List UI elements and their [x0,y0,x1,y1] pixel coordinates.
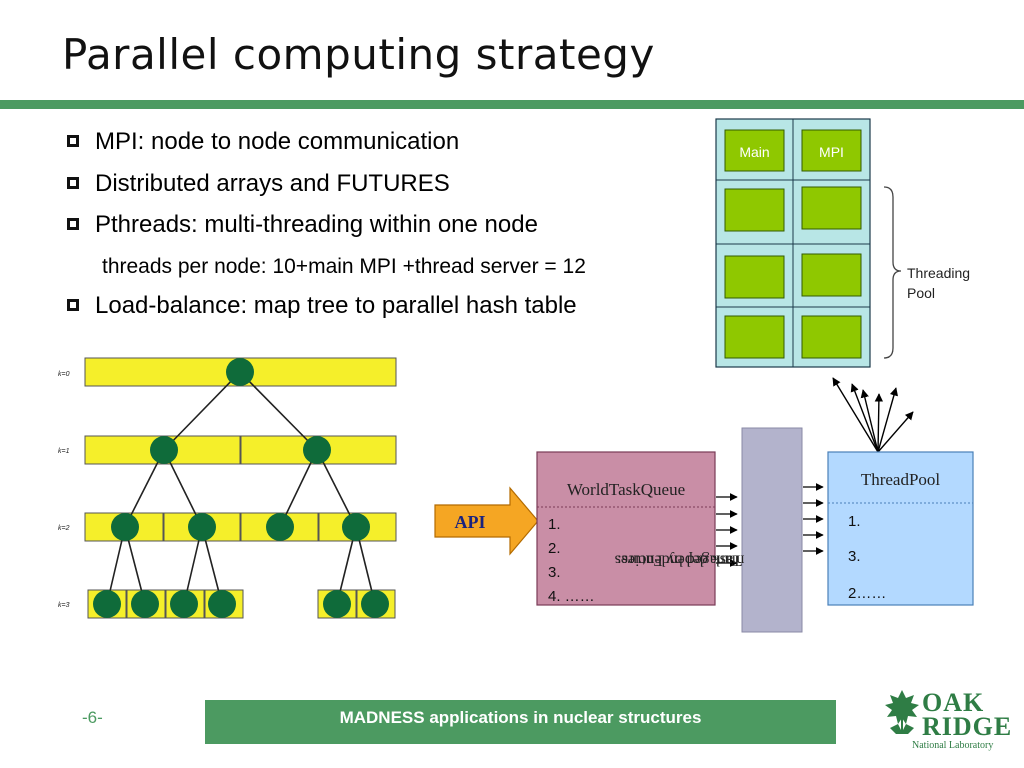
api-label: API [454,512,486,532]
tree-node [303,436,331,464]
pool-thread-cell [724,315,785,359]
mpi-thread-cell [801,129,862,172]
pool-item: 1. [848,513,861,530]
pool-thread-cell [801,253,862,297]
main-thread-cell [724,129,785,172]
threading-pool-brace [883,186,902,359]
tree-node [361,590,389,618]
world-task-queue-box [536,451,716,606]
page-title: Parallel computing strategy [62,30,655,79]
sub-bullet-threads-per-node: threads per node: 10+main MPI +thread se… [102,255,586,278]
tree-node [150,436,178,464]
tree-node [342,513,370,541]
tree-level-label: k=1 [58,448,70,455]
pool-thread-cell [724,188,785,232]
tree-node [170,590,198,618]
tree-node [131,590,159,618]
tree-node [111,513,139,541]
square-bullet-icon [67,177,79,189]
bullet-pthreads: Pthreads: multi-threading within one nod… [67,211,538,239]
bullet-mpi: MPI: node to node communication [67,128,459,156]
pool-item: 2…… [848,585,887,602]
square-bullet-icon [67,299,79,311]
pool-thread-cell [801,315,862,359]
world-task-queue-title: WorldTaskQueue [566,480,686,499]
logo-line1: OAK [922,688,985,717]
pool-item: 3. [848,548,861,565]
tree-level-label: k=2 [58,525,70,532]
tree-node [226,358,254,386]
ornl-logo: OAK RIDGE National Laboratory [880,688,1020,758]
tree-node [93,590,121,618]
task-dependencies-line2: managed by Futures [614,551,745,569]
bullet-load-balance: Load-balance: map tree to parallel hash … [67,292,577,320]
bullet-distributed-arrays: Distributed arrays and FUTURES [67,170,450,198]
logo-line2: RIDGE [922,712,1013,741]
tree-node [208,590,236,618]
queue-item: 4. …… [548,588,595,605]
queue-item: 1. [548,516,561,533]
pool-thread-cell [801,186,862,230]
bullet-text: Distributed arrays and FUTURES [95,170,450,197]
main-thread-label: Main [739,144,770,160]
bullet-text: Pthreads: multi-threading within one nod… [95,211,538,238]
tree-level-label: k=0 [58,371,70,378]
task-dependencies-box [741,427,803,633]
thread-pool-box [827,451,974,606]
pool-thread-cell [724,255,785,299]
tree-node [266,513,294,541]
bullet-text: Load-balance: map tree to parallel hash … [95,292,577,319]
oak-leaf-icon [885,690,919,734]
task-dependencies-label: Task dependencies:managed by Futures [615,428,802,632]
threading-pool-line1: Threading [907,265,971,281]
thread-pool-title: ThreadPool [860,470,941,489]
bullet-text: MPI: node to node communication [95,128,460,155]
api-arrow [434,486,539,556]
square-bullet-icon [67,135,79,147]
thread-dispatch-arrows [832,377,914,453]
tree-level-label: k=3 [58,602,70,609]
node-grid [715,118,871,368]
logo-line3: National Laboratory [912,740,994,751]
title-divider [0,100,1024,109]
tree-node [323,590,351,618]
threading-pool-line2: Pool [907,285,936,301]
page-number: -6- [82,708,103,727]
footer-title: MADNESS applications in nuclear structur… [339,708,702,727]
tree-diagram: k=0 k=1 k=2 k=3 [58,357,397,619]
queue-item: 2. [548,540,561,557]
tree-node [188,513,216,541]
square-bullet-icon [67,218,79,230]
mpi-thread-label: MPI [819,144,844,160]
footer-bar [205,700,836,744]
queue-item: 3. [548,564,561,581]
